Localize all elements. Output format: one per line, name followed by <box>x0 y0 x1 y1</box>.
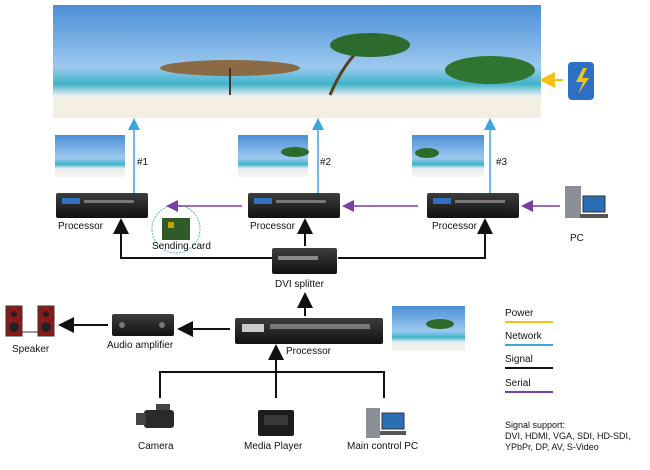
processor-1 <box>56 193 148 218</box>
screen-thumb-2 <box>238 135 309 177</box>
processor-3 <box>427 193 519 218</box>
media-player-label: Media Player <box>244 441 303 452</box>
main-processor <box>235 318 383 344</box>
processor-2 <box>248 193 340 218</box>
pc-label: PC <box>570 233 584 244</box>
main-control-pc-label: Main control PC <box>347 441 419 452</box>
main-processor-label: Processor <box>286 346 332 357</box>
legend-signal: Signal <box>505 354 533 365</box>
audio-amplifier <box>112 314 174 336</box>
legend-power: Power <box>505 308 534 319</box>
speaker-label: Speaker <box>12 344 50 355</box>
screen-label-1: #1 <box>137 157 149 168</box>
main-control-pc-icon <box>366 408 406 438</box>
screen-thumb-3 <box>412 135 484 177</box>
audio-amplifier-label: Audio amplifier <box>107 340 174 351</box>
legend-serial: Serial <box>505 378 531 389</box>
dvi-splitter <box>272 248 337 274</box>
camera-label: Camera <box>138 441 174 452</box>
processor-label-2: Processor <box>250 221 296 232</box>
signal-support-title: Signal support: <box>505 420 566 430</box>
power-supply-icon <box>568 62 594 100</box>
preview-screen <box>392 306 465 351</box>
speaker-icon <box>5 305 55 337</box>
signal-support-line-2: YPbPr, DP, AV, S-Video <box>505 442 599 452</box>
processor-label-1: Processor <box>58 221 104 232</box>
signal-support-line-1: DVI, HDMI, VGA, SDI, HD-SDI, <box>505 431 631 441</box>
pc-icon <box>565 186 608 218</box>
processor-label-3: Processor <box>432 221 478 232</box>
sending-card-label: Sending card <box>152 241 211 252</box>
dvi-splitter-label: DVI splitter <box>275 279 324 290</box>
signal-support: Signal support: DVI, HDMI, VGA, SDI, HD-… <box>505 420 650 453</box>
legend-lines <box>505 321 553 393</box>
camera-icon <box>136 404 174 428</box>
led-screen <box>53 5 541 118</box>
legend-network: Network <box>505 331 542 342</box>
screen-label-2: #2 <box>320 157 332 168</box>
screen-label-3: #3 <box>496 157 508 168</box>
media-player-icon <box>258 410 294 436</box>
screen-thumb-1 <box>55 135 125 177</box>
